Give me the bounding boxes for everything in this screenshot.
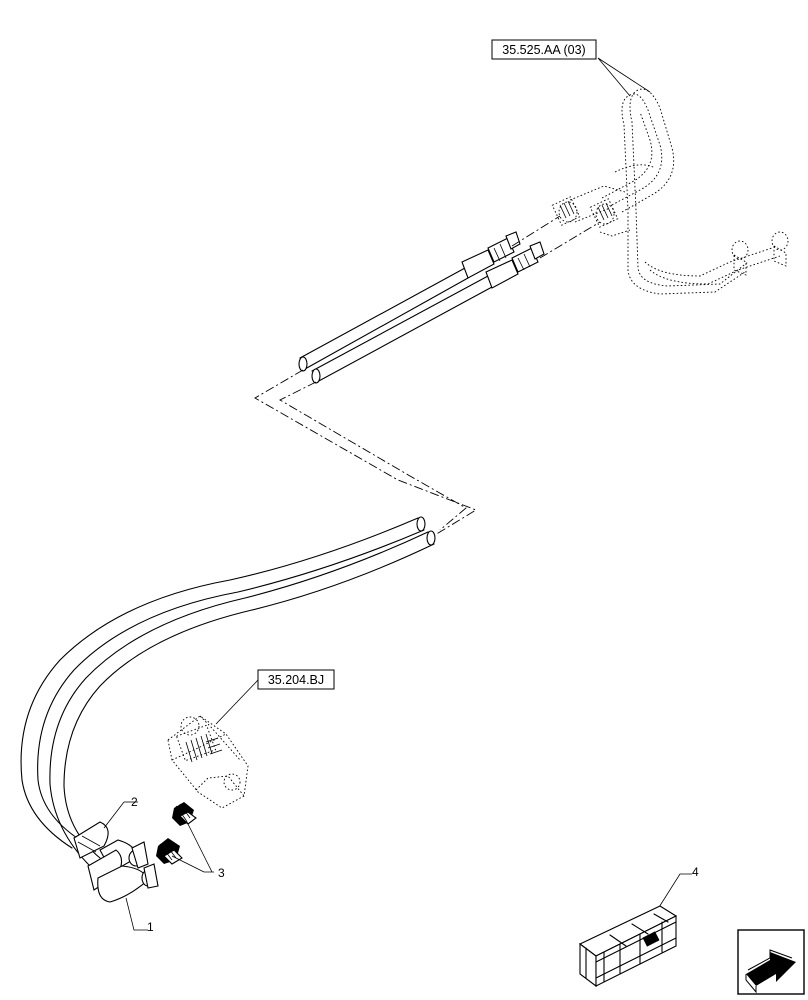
- callout-4: 4: [692, 865, 699, 879]
- ref-top-label: 35.525.AA (03): [502, 43, 585, 57]
- upper-hose-pair: [298, 215, 601, 384]
- next-page-arrow-icon[interactable]: [737, 929, 805, 995]
- callout-1: 1: [147, 920, 154, 934]
- adapter-lower: [156, 838, 183, 865]
- dotted-fittings: [551, 196, 619, 228]
- kit-box-icon: [578, 905, 678, 988]
- leader-lines: [103, 57, 692, 931]
- routing-centerlines: [254, 369, 478, 539]
- hose-end-fittings: [73, 821, 159, 903]
- lower-hose-pair: [20, 516, 436, 867]
- callout-3: 3: [218, 866, 225, 880]
- ref-mid-label: 35.204.BJ: [268, 673, 324, 687]
- ref-box-mid[interactable]: 35.204.BJ: [257, 669, 335, 690]
- reference-pipes-dotted: [558, 88, 789, 295]
- ref-box-top[interactable]: 35.525.AA (03): [491, 39, 597, 60]
- adapter-upper: [172, 802, 197, 826]
- adapters-item-3: [156, 802, 197, 865]
- valve-block-dotted: [167, 715, 249, 809]
- callout-2: 2: [131, 795, 138, 809]
